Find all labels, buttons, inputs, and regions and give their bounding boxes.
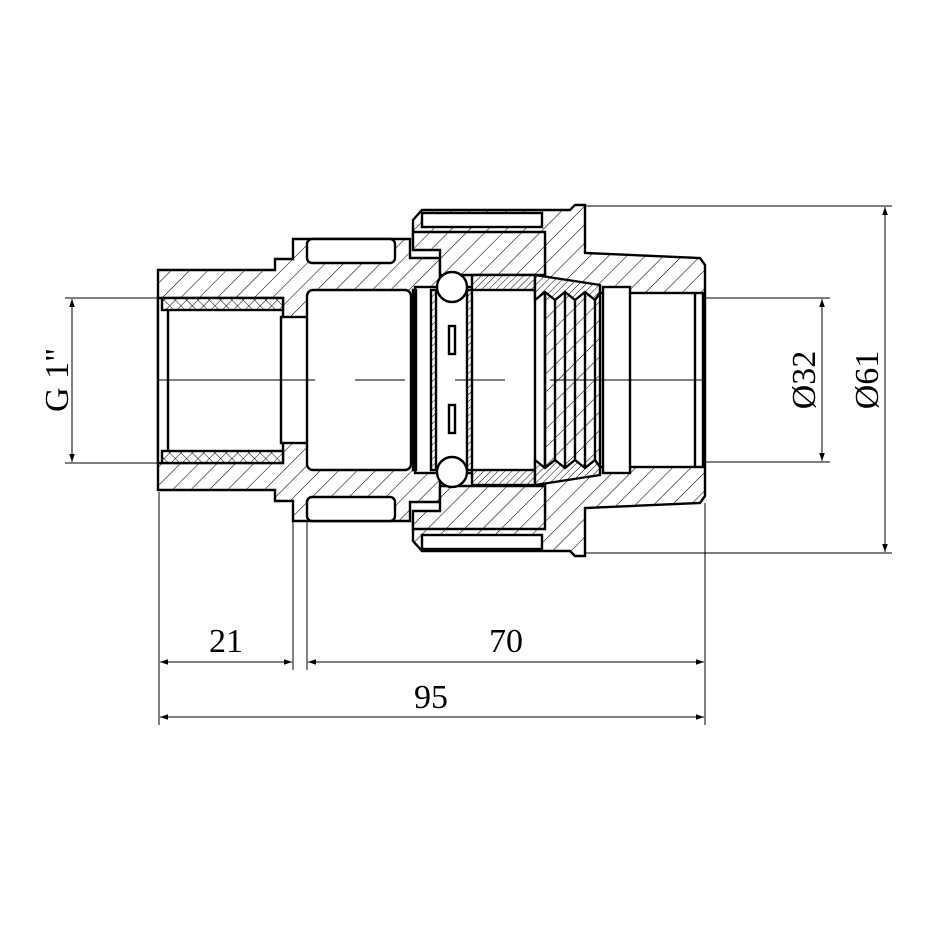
extension-lines [65,205,892,725]
collet-sleeve [429,288,438,472]
thread-label: G 1" [39,348,76,412]
outer-diameter-label: Ø61 [849,351,886,410]
inner-diameter-label: Ø32 [786,351,823,410]
total-length-label: 95 [414,679,448,716]
clamp-ring-bottom [470,468,537,487]
thread-insert-bottom [160,449,285,465]
o-ring-top [435,270,469,304]
thread-insert-top [160,296,285,312]
o-ring-bottom [435,455,469,489]
clamp-ring-top [470,273,537,292]
body-length-label: 70 [489,623,523,660]
thread-length-label: 21 [209,623,243,660]
dimension-lines [69,207,888,720]
